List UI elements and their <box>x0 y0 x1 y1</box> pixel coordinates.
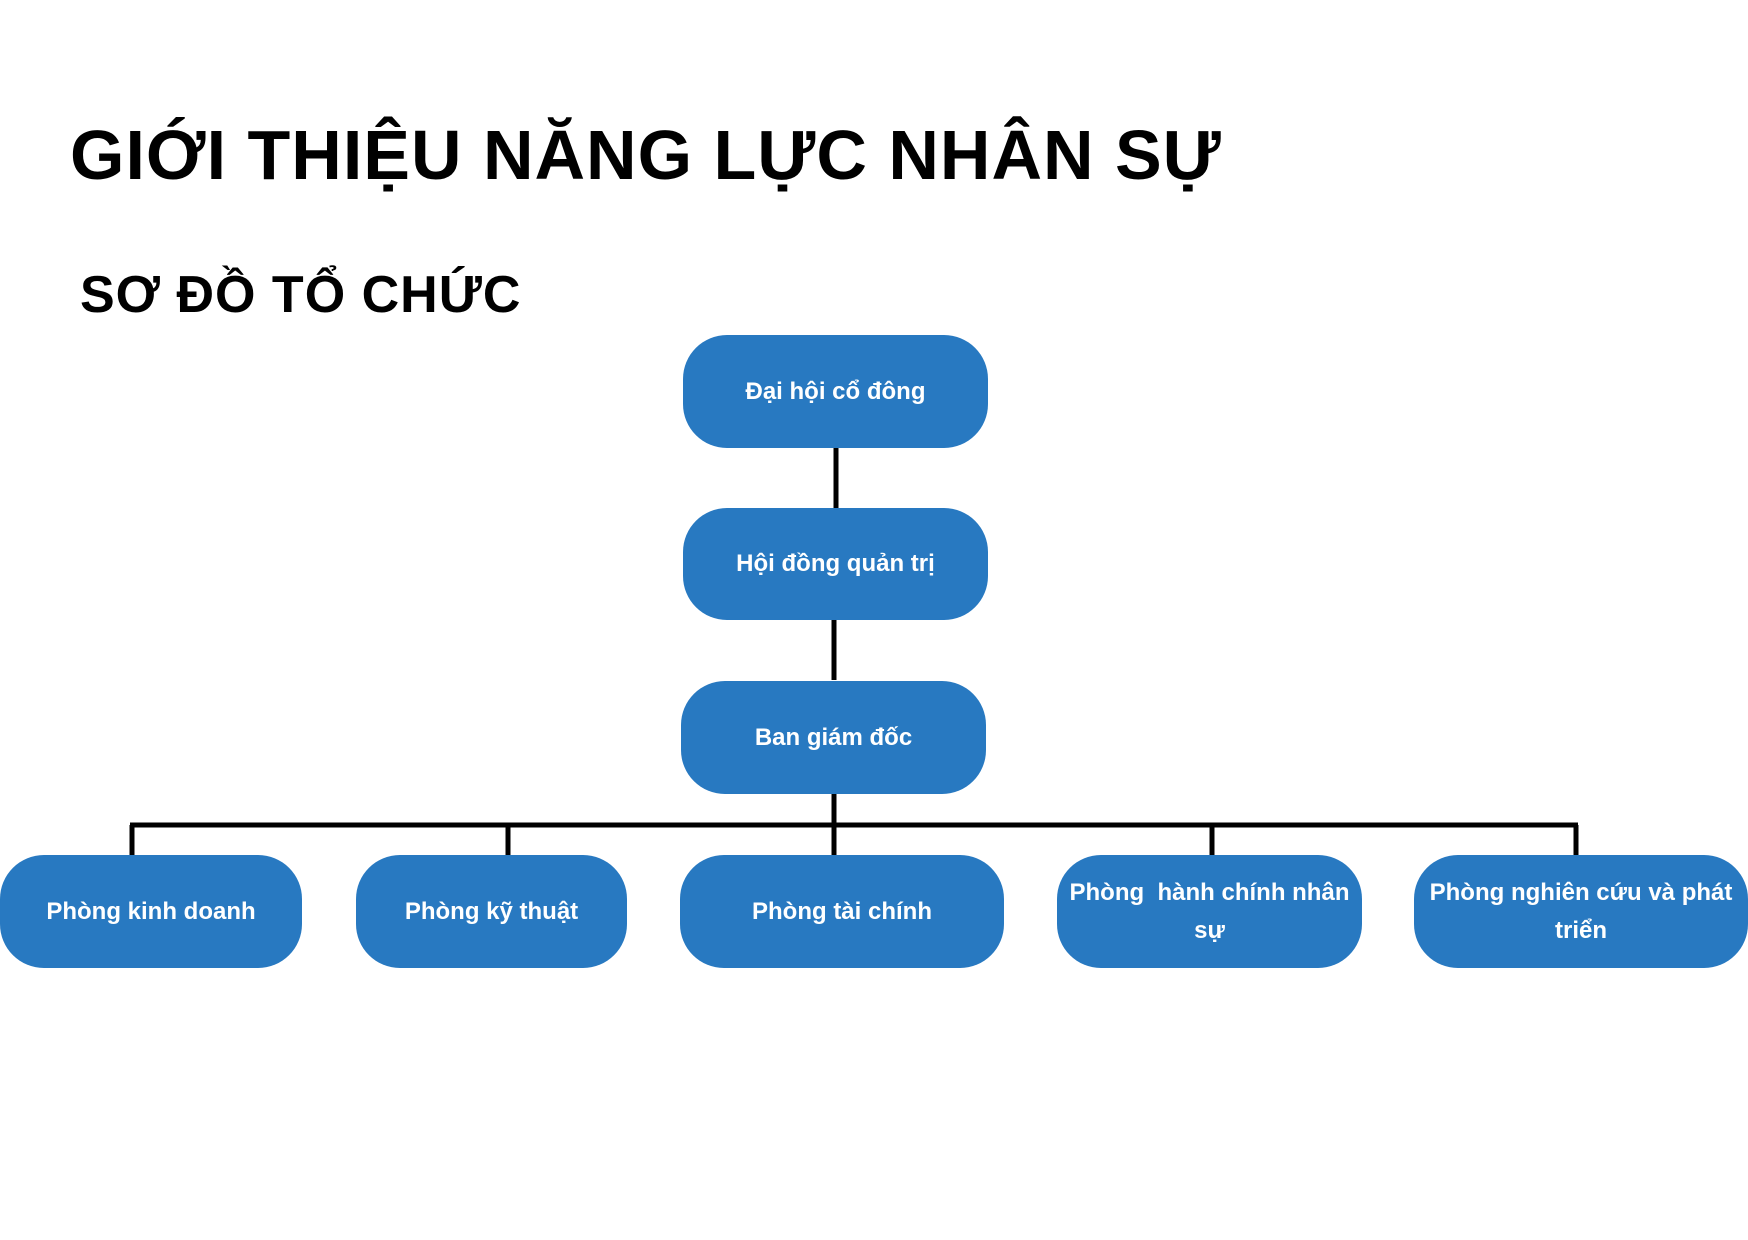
node-dept-hr: Phòng hành chính nhân sự <box>1057 855 1362 968</box>
node-dept-rnd: Phòng nghiên cứu và phát triển <box>1414 855 1748 968</box>
node-label: Phòng kỹ thuật <box>404 897 579 925</box>
node-shareholders: Đại hội cổ đông <box>683 335 988 448</box>
node-dept-technical: Phòng kỹ thuật <box>356 855 627 968</box>
page-title: GIỚI THIỆU NĂNG LỰC NHÂN SỰ <box>70 116 1222 194</box>
section-title: SƠ ĐỒ TỔ CHỨC <box>80 266 522 324</box>
node-dept-finance: Phòng tài chính <box>680 855 1004 968</box>
node-directors: Ban giám đốc <box>681 681 986 794</box>
node-board: Hội đồng quản trị <box>683 508 988 620</box>
node-label: Ban giám đốc <box>754 723 913 751</box>
node-dept-sales: Phòng kinh doanh <box>0 855 302 968</box>
node-label: Phòng kinh doanh <box>46 897 256 925</box>
node-label: Đại hội cổ đông <box>745 377 926 405</box>
node-label: Hội đồng quản trị <box>736 550 935 577</box>
node-label: Phòng nghiên cứu và phát triển <box>1429 878 1733 944</box>
node-label: Phòng tài chính <box>752 897 932 925</box>
node-label: Phòng hành chính nhân sự <box>1069 878 1357 944</box>
